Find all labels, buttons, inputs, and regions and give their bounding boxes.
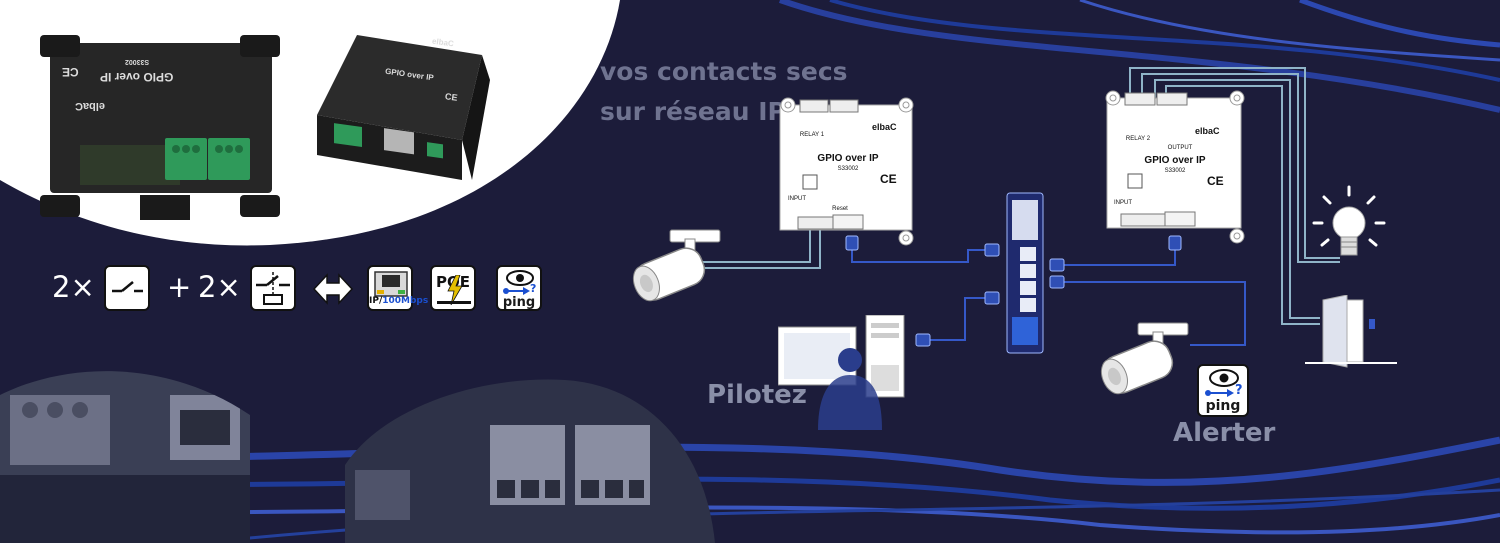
device-left-ce: CE <box>880 172 897 186</box>
device-right-model: S33002 <box>1164 168 1186 174</box>
dry-contact-icon <box>104 265 150 311</box>
gpio-device-left <box>779 97 914 246</box>
gpio-device-right <box>1105 90 1245 244</box>
poe-icon: POE <box>430 265 476 311</box>
tagline: vos contacts secs sur réseau IP <box>600 52 848 132</box>
device-left-brand: elbaC <box>872 122 897 132</box>
closeup-photo-left <box>0 371 250 543</box>
device-photo-angled <box>317 35 490 180</box>
ping-label: ping <box>502 295 536 310</box>
network-ip-label: IP/ <box>369 296 383 306</box>
device-right-relay-label: RELAY 2 <box>1125 136 1151 142</box>
dry-contact-count: 2× <box>52 270 95 304</box>
closeup-photo-right <box>345 379 715 543</box>
tagline-line-1: vos contacts secs <box>600 57 848 86</box>
ping-question-mark: ? <box>530 282 537 295</box>
caption-alerter: Alerter <box>1173 418 1276 448</box>
camera-left-icon <box>632 229 721 302</box>
relay-count: 2× <box>198 270 241 304</box>
ethernet-icon: IP/100Mbps <box>367 265 428 311</box>
bidirectional-arrow-icon <box>312 273 354 305</box>
camera-right-icon <box>1100 322 1189 395</box>
ping-icon: ? ping <box>496 265 542 311</box>
device-right-brand: elbaC <box>1195 126 1220 136</box>
device-left-model: S33002 <box>837 166 859 172</box>
tagline-line-2: sur réseau IP <box>600 97 786 126</box>
door-icon <box>1305 295 1397 368</box>
device-left-relay-label: RELAY 1 <box>799 132 825 138</box>
plus-sign: + <box>167 270 192 304</box>
light-bulb-icon <box>1312 185 1386 256</box>
alert-ping-icon: ? ping <box>1197 364 1249 417</box>
network-switch <box>1006 192 1044 354</box>
device-left-title: GPIO over IP <box>817 153 879 164</box>
alert-ping-question-mark: ? <box>1235 383 1243 398</box>
relay-icon <box>250 265 296 311</box>
device-right-input-label: INPUT <box>1114 200 1132 206</box>
device-left-input-label: INPUT <box>788 196 806 202</box>
network-speed-label: 100Mbps <box>382 296 429 306</box>
alert-ping-label: ping <box>1205 398 1241 414</box>
device-right-ce: CE <box>1207 174 1224 188</box>
device-right-output-label: OUTPUT <box>1167 145 1193 151</box>
computer-user-icon <box>778 315 905 430</box>
device-photo-large <box>40 35 280 220</box>
caption-pilotez: Pilotez <box>707 380 807 410</box>
device-left-reset-label: Reset <box>832 206 848 212</box>
device-right-title: GPIO over IP <box>1144 155 1206 166</box>
